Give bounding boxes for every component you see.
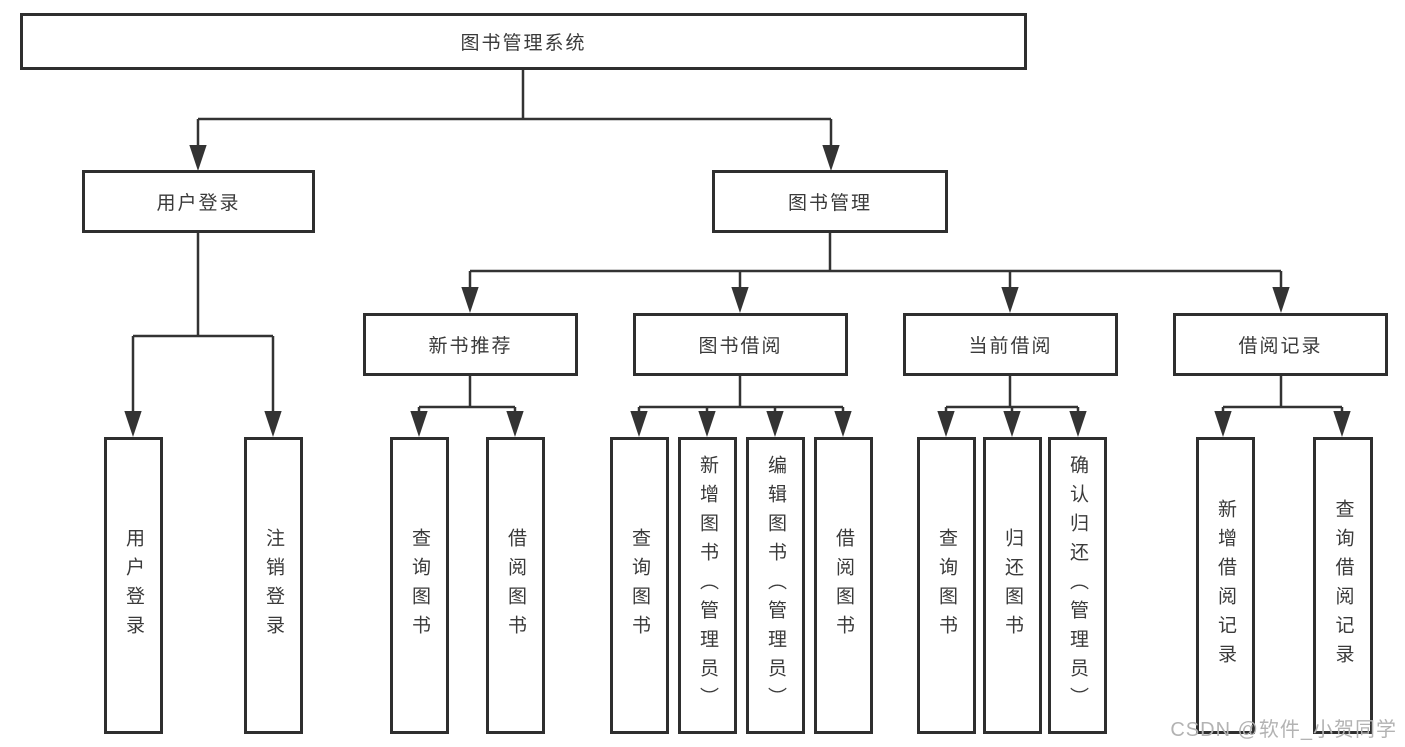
node-label: 图书借阅 [698,336,783,357]
leaf-query-books-1: 查询图书 [390,437,449,734]
node-label: 查询图书 [936,527,957,644]
csdn-watermark: CSDN @软件_小贺同学 [1170,719,1397,741]
node-label: 用户登录 [123,527,144,644]
node-label: 查询借阅记录 [1332,498,1354,673]
node-book-management: 图书管理 [712,170,948,233]
node-label: 确认归还（管理员） [1067,455,1088,716]
node-current-borrowing: 当前借阅 [903,313,1118,376]
node-label: 归还图书 [1002,527,1023,644]
node-label: 新增图书（管理员） [697,455,718,716]
leaf-user-login: 用户登录 [104,437,163,734]
node-book-borrowing: 图书借阅 [633,313,848,376]
node-label: 当前借阅 [968,336,1053,357]
node-label: 注销登录 [263,527,284,644]
node-label: 新书推荐 [428,336,513,357]
node-label: 图书管理 [787,193,872,214]
node-label: 查询图书 [409,527,430,644]
node-label: 新增借阅记录 [1215,498,1236,673]
node-label: 图书管理系统 [460,33,587,54]
node-user-login: 用户登录 [82,170,315,233]
node-new-book-recommend: 新书推荐 [363,313,578,376]
leaf-add-books-admin: 新增图书（管理员） [678,437,737,734]
leaf-add-borrow-record: 新增借阅记录 [1196,437,1255,734]
node-label: 借阅图书 [833,527,854,644]
node-library-system: 图书管理系统 [20,13,1027,70]
leaf-confirm-return-admin: 确认归还（管理员） [1048,437,1107,734]
leaf-logout: 注销登录 [244,437,303,734]
node-label: 借阅记录 [1238,336,1323,357]
node-label: 借阅图书 [505,527,526,644]
leaf-query-books-2: 查询图书 [610,437,669,734]
node-label: 编辑图书（管理员） [765,455,786,716]
leaf-edit-books-admin: 编辑图书（管理员） [746,437,805,734]
leaf-borrow-books-2: 借阅图书 [814,437,873,734]
node-borrowing-records: 借阅记录 [1173,313,1388,376]
leaf-query-borrow-record: 查询借阅记录 [1313,437,1373,734]
leaf-return-books: 归还图书 [983,437,1042,734]
leaf-borrow-books-1: 借阅图书 [486,437,545,734]
node-label: 用户登录 [156,193,241,214]
leaf-query-books-3: 查询图书 [917,437,976,734]
node-label: 查询图书 [629,527,650,644]
